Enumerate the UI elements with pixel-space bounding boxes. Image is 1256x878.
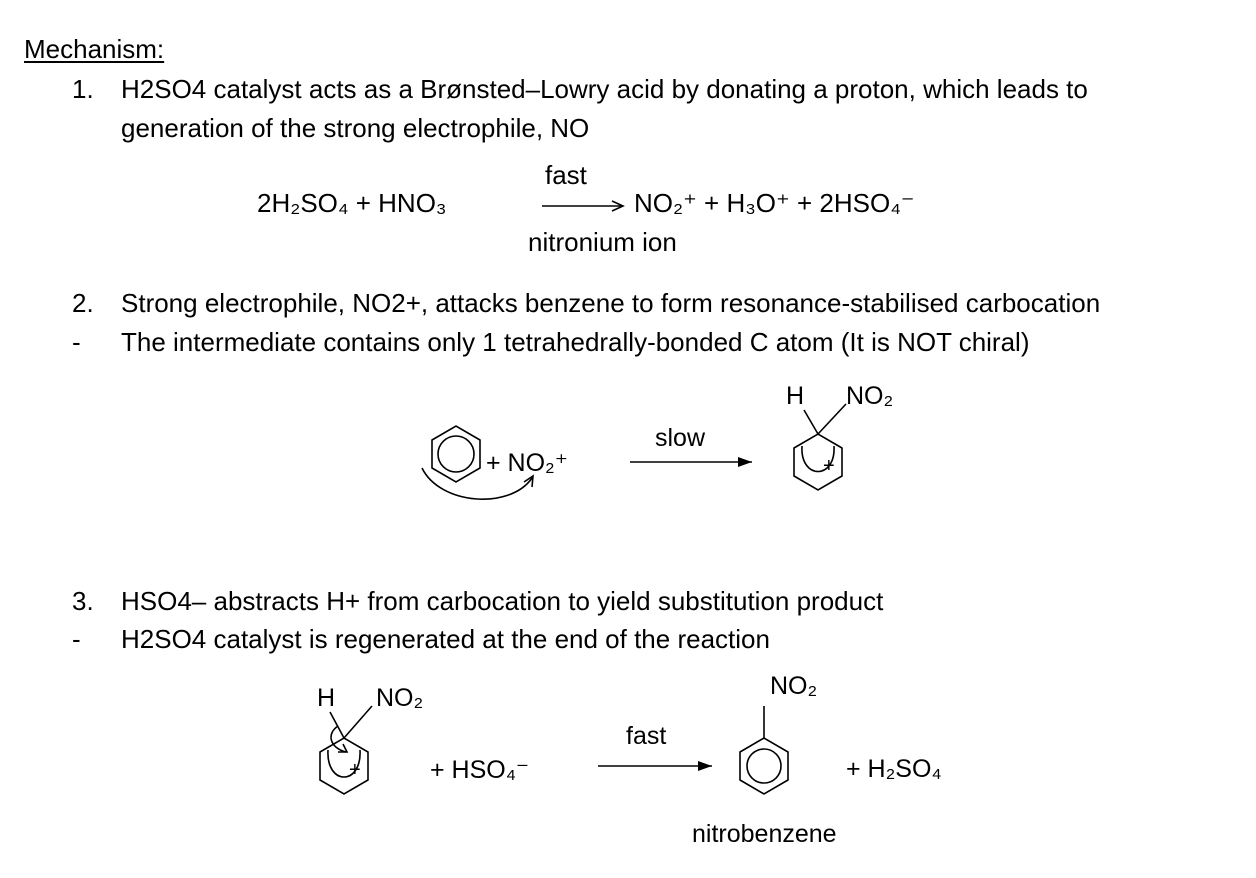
proton-loss-curved-arrow	[330, 725, 349, 753]
nitrobenzene-label: nitrobenzene	[692, 820, 837, 848]
equation-1-reactants: 2H₂SO₄ + HNO₃	[257, 188, 447, 218]
step-2-line-2: The intermediate contains only 1 tetrahe…	[121, 327, 1030, 357]
step-3-number: 3.	[72, 586, 94, 616]
step-1-line-1: H2SO4 catalyst acts as a Brønsted–Lowry …	[121, 74, 1088, 104]
step-2-line-1: Strong electrophile, NO2+, attacks benze…	[121, 288, 1101, 318]
step-2-bullet: -	[72, 327, 81, 357]
step-3-line-1: HSO4– abstracts H+ from carbocation to y…	[121, 586, 884, 616]
intermediate-2-no2-label: NO₂	[376, 684, 424, 712]
product-no2-label: NO₂	[770, 672, 818, 700]
fast-arrow-label: fast	[626, 722, 667, 750]
step-1-number: 1.	[72, 74, 94, 104]
section-heading: Mechanism:	[24, 34, 165, 64]
slow-arrow-label: slow	[655, 424, 706, 452]
step-3-line-2: H2SO4 catalyst is regenerated at the end…	[121, 624, 770, 654]
benzene-ring	[431, 425, 481, 483]
equation-1-arrow-label: fast	[545, 160, 587, 190]
fast-reaction-arrow	[598, 761, 712, 771]
sulfuric-acid-byproduct: + H₂SO₄	[846, 755, 942, 783]
nitrobenzene-ring	[739, 706, 789, 795]
carbocation-intermediate-2	[319, 705, 373, 795]
step-3-bullet: -	[72, 624, 81, 654]
nitronium-ion-label: nitronium ion	[528, 227, 677, 257]
intermediate-2-h-label: H	[317, 684, 336, 712]
slow-reaction-arrow	[630, 457, 752, 467]
equation-1-products: NO₂⁺ + H₃O⁺ + 2HSO₄⁻	[634, 188, 915, 218]
intermediate-h-label: H	[786, 382, 805, 410]
hydrogensulfate-reagent: + HSO₄⁻	[430, 756, 530, 784]
step-1-line-2: generation of the strong electrophile, N…	[121, 113, 590, 143]
carbocation-intermediate	[793, 403, 847, 491]
intermediate-no2-label: NO₂	[846, 382, 894, 410]
step-2-number: 2.	[72, 288, 94, 318]
curved-attack-arrow	[421, 467, 534, 500]
nitronium-reagent: + NO₂⁺	[486, 449, 568, 477]
